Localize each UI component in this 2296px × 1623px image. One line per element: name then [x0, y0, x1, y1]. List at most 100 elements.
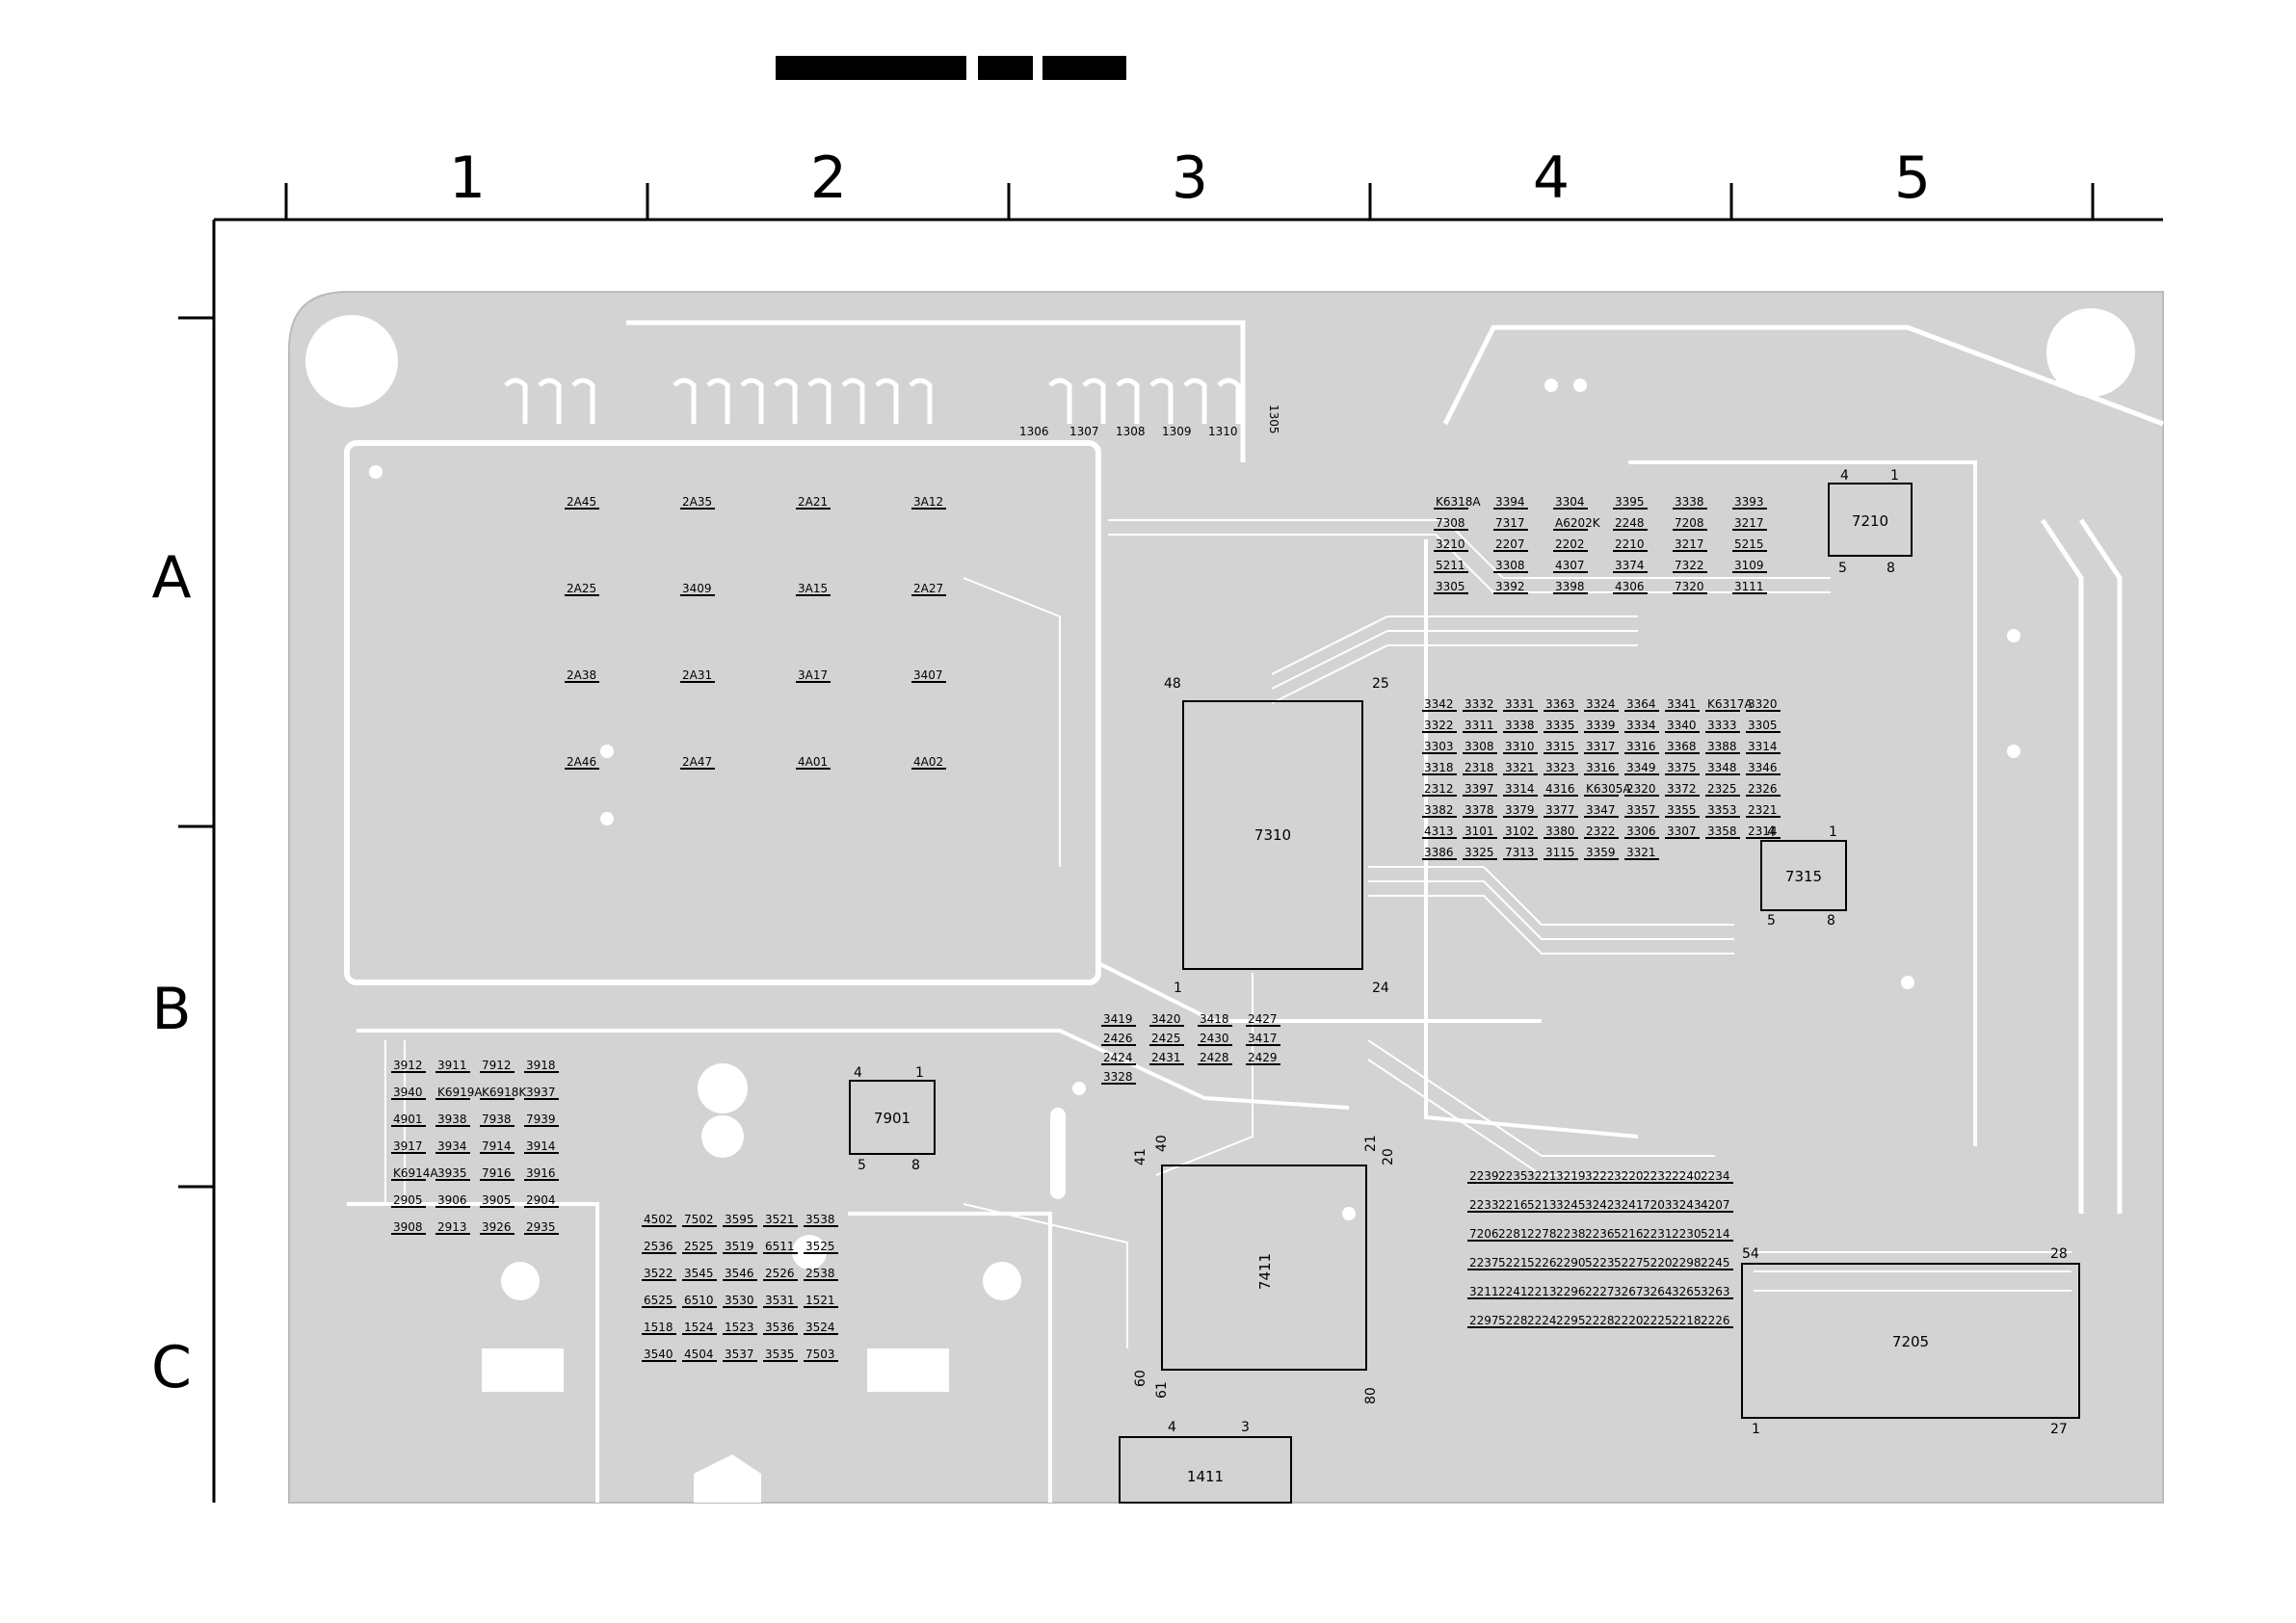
component-ref-label: K6318A [1436, 495, 1481, 509]
pin-label: 27 [2050, 1422, 2068, 1437]
component-ref-label: 3111 [1734, 580, 1764, 593]
component-ref-label: 2A45 [567, 495, 596, 509]
ic-label: 7315 [1785, 868, 1822, 885]
component-ref-label: 3338 [1675, 495, 1704, 509]
component-ref-label: A6202K [1555, 516, 1601, 530]
component-ref-label: 2233 [1469, 1198, 1499, 1212]
component-ref-label: 7317 [1495, 516, 1525, 530]
component-ref-label: 3386 [1424, 846, 1454, 859]
component-ref-label: 3374 [1615, 559, 1645, 572]
component-ref-label: 2A47 [682, 755, 712, 769]
component-ref-label: 4504 [684, 1348, 714, 1361]
ic-label: 7210 [1852, 512, 1888, 530]
component-ref-label: 2325 [1707, 782, 1737, 796]
component-ref-label: 2225 [1643, 1314, 1673, 1327]
ic-7310: 7310 48 25 1 24 [1164, 676, 1389, 996]
pin-label: 8 [911, 1158, 920, 1173]
component-ref-label: 3372 [1667, 782, 1697, 796]
component-ref-label: 5220 [1643, 1256, 1673, 1270]
component-ref-label: 2216 [1498, 1198, 1528, 1212]
pin-label: 1 [1752, 1422, 1760, 1437]
component-ref-label: 3364 [1626, 697, 1656, 711]
component-ref-label: 5211 [1436, 559, 1465, 572]
column-ticks [284, 183, 2095, 220]
component-ref-label: 2935 [526, 1220, 556, 1234]
component-ref-label: 3316 [1586, 761, 1616, 774]
component-ref-label: 2322 [1586, 825, 1616, 838]
component-ref-label: 3420 [1151, 1012, 1181, 1026]
component-ref-label: 3308 [1465, 740, 1494, 753]
ic-label: 7411 [1256, 1253, 1274, 1290]
component-ref-label: 3267 [1614, 1285, 1644, 1298]
component-ref-label: 3315 [1545, 740, 1575, 753]
column-labels: 1 2 3 4 5 [449, 144, 1931, 212]
component-ref-label: 2298 [1672, 1256, 1702, 1270]
component-ref-label: K6317A [1707, 697, 1753, 711]
component-ref-label: 3357 [1626, 803, 1656, 817]
component-ref-label: 2231 [1643, 1227, 1673, 1241]
pin-label: 8 [1827, 913, 1835, 929]
component-ref-label: 3328 [1103, 1070, 1133, 1084]
ic-1411: 1411 4 3 [1119, 1420, 1292, 1504]
component-ref-label: 3363 [1545, 697, 1575, 711]
component-ref-label: 3349 [1626, 761, 1656, 774]
component-ref-label: 1524 [684, 1321, 714, 1334]
component-ref-label: 3321 [1505, 761, 1535, 774]
component-ref-label: 5223 [1585, 1256, 1615, 1270]
component-ref-label: 3324 [1586, 697, 1616, 711]
component-ref-label: 3217 [1675, 537, 1704, 551]
component-ref-label: 3314 [1748, 740, 1778, 753]
component-ref-label: 2913 [437, 1220, 467, 1234]
component-ref-label: 3308 [1495, 559, 1525, 572]
component-ref-label: 4901 [393, 1113, 423, 1126]
component-ref-label: 2429 [1248, 1051, 1278, 1064]
component-ref-label: 3359 [1586, 846, 1616, 859]
component-ref-label: 2245 [1701, 1256, 1730, 1270]
component-ref-label: 4A02 [913, 755, 943, 769]
component-ref-label: 3353 [1707, 803, 1737, 817]
component-ref-label: 2320 [1626, 782, 1656, 796]
component-ref-label: 3521 [765, 1213, 795, 1226]
component-ref-label: 3524 [805, 1321, 835, 1334]
component-ref-label: 4207 [1701, 1198, 1730, 1212]
col-label-2: 2 [810, 144, 847, 212]
component-ref-label: 3940 [393, 1086, 423, 1099]
component-ref-label: 2A35 [682, 495, 712, 509]
row-ticks [178, 316, 214, 1189]
component-ref-label: 3392 [1495, 580, 1525, 593]
component-ref-label: 6525 [644, 1294, 673, 1307]
ic-7210: 7210 4 1 5 8 [1828, 468, 1913, 576]
connector-1309: 1309 [1162, 425, 1192, 438]
component-ref-label: 2218 [1672, 1314, 1702, 1327]
pin-label: 3 [1241, 1420, 1250, 1435]
component-ref-label: 2430 [1200, 1032, 1229, 1045]
component-ref-label: 3531 [765, 1294, 795, 1307]
component-ref-label: 3219 [1556, 1169, 1586, 1183]
component-ref-label: 3535 [765, 1348, 795, 1361]
component-ref-label: 2A38 [567, 668, 596, 682]
component-ref-label: 2526 [765, 1267, 795, 1280]
component-ref-label: 3394 [1495, 495, 1525, 509]
pin-label: 1 [1829, 825, 1837, 840]
component-ref-label: 3243 [1672, 1198, 1702, 1212]
component-ref-label: 5215 [1734, 537, 1764, 551]
row-labels: A B C [151, 544, 192, 1401]
component-ref-label: 7308 [1436, 516, 1465, 530]
component-ref-label: 7502 [684, 1213, 714, 1226]
component-ref-label: 2425 [1151, 1032, 1181, 1045]
row-label-b: B [151, 976, 191, 1043]
component-ref-label: 2427 [1248, 1012, 1278, 1026]
component-ref-label: 3222 [1585, 1169, 1615, 1183]
component-ref-label: 2426 [1103, 1032, 1133, 1045]
component-ref-label: 7203 [1643, 1198, 1673, 1212]
component-ref-label: 3347 [1586, 803, 1616, 817]
component-ref-label: 4306 [1615, 580, 1645, 593]
component-ref-label: 3917 [393, 1139, 423, 1153]
component-ref-label: 3220 [1614, 1169, 1644, 1183]
component-ref-label: 3368 [1667, 740, 1697, 753]
component-ref-label: 3314 [1505, 782, 1535, 796]
component-ref-label: 3306 [1626, 825, 1656, 838]
